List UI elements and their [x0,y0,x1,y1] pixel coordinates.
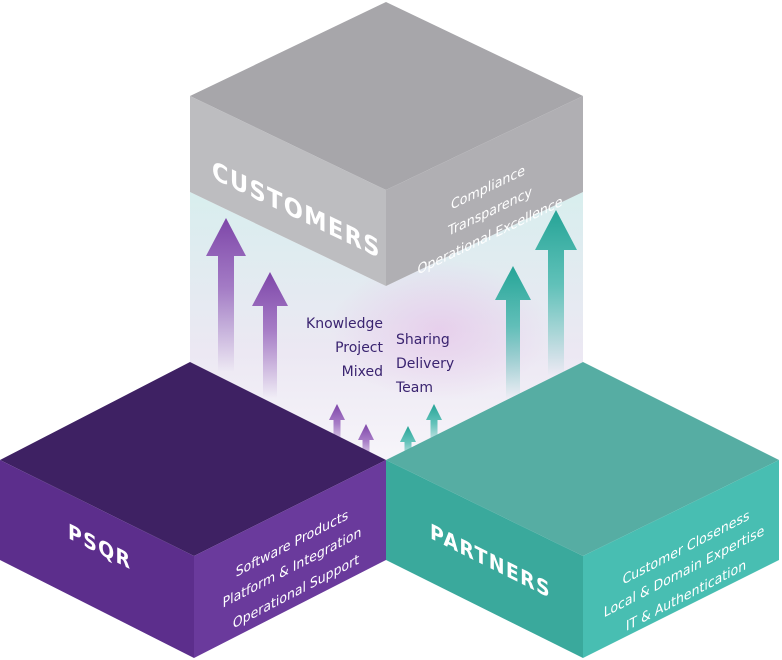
center-glass-left [190,192,386,462]
center-glow [330,260,550,400]
teal-arrow-small-1 [400,426,416,462]
center-right-word-2: Delivery [396,356,454,372]
customers-right-face [386,96,583,286]
customers-top-face [190,2,583,190]
teal-arrow-medium [495,266,531,400]
growth-arrows [206,210,577,462]
purple-arrow-large [206,218,246,372]
teal-arrow-large [535,210,577,376]
purple-arrow-small-2 [358,424,374,462]
psqr-front-left-face [0,460,194,658]
psqr-top-face [0,362,386,556]
partners-block: PARTNERS Customer Closeness Local & Doma… [386,362,779,658]
purple-arrow-medium [252,272,288,398]
center-right-word-1: Sharing [396,332,450,348]
customers-left-face [190,96,386,286]
customers-block: CUSTOMERS Compliance Transparency Operat… [190,2,583,286]
teal-arrow-small-2 [426,404,442,448]
partners-top-face [386,362,779,556]
center-left-word-3: Mixed [342,364,383,380]
partners-front-left-face [386,460,583,658]
center-left-word-2: Project [335,340,383,356]
psqr-front-right-face [194,460,386,658]
partners-front-right-face [583,460,779,658]
center-right-word-3: Team [395,380,433,396]
center-text-group: Knowledge Project Mixed Sharing Delivery… [306,316,454,396]
purple-arrow-small-1 [329,404,345,448]
center-left-word-1: Knowledge [306,316,383,332]
center-glass-section [190,192,583,462]
